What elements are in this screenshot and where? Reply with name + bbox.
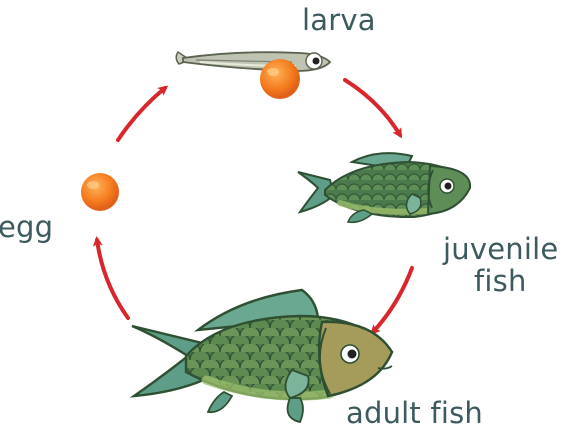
cycle-arrow-icon bbox=[97, 240, 128, 318]
juvenile-fish-icon bbox=[298, 153, 470, 222]
larva-label: larva bbox=[302, 5, 376, 35]
cycle-arrow-icon bbox=[373, 268, 412, 332]
egg-label: egg bbox=[0, 212, 53, 242]
egg-icon bbox=[81, 173, 119, 211]
juvenile-label-line-1: juvenile bbox=[443, 234, 558, 264]
adult-fish-label: adult fish bbox=[346, 398, 483, 428]
cycle-arrow-icon bbox=[345, 80, 400, 135]
juvenile-label-line-2: fish bbox=[474, 266, 527, 296]
larva-fish-icon bbox=[176, 52, 330, 99]
cycle-arrow-icon bbox=[118, 88, 165, 140]
